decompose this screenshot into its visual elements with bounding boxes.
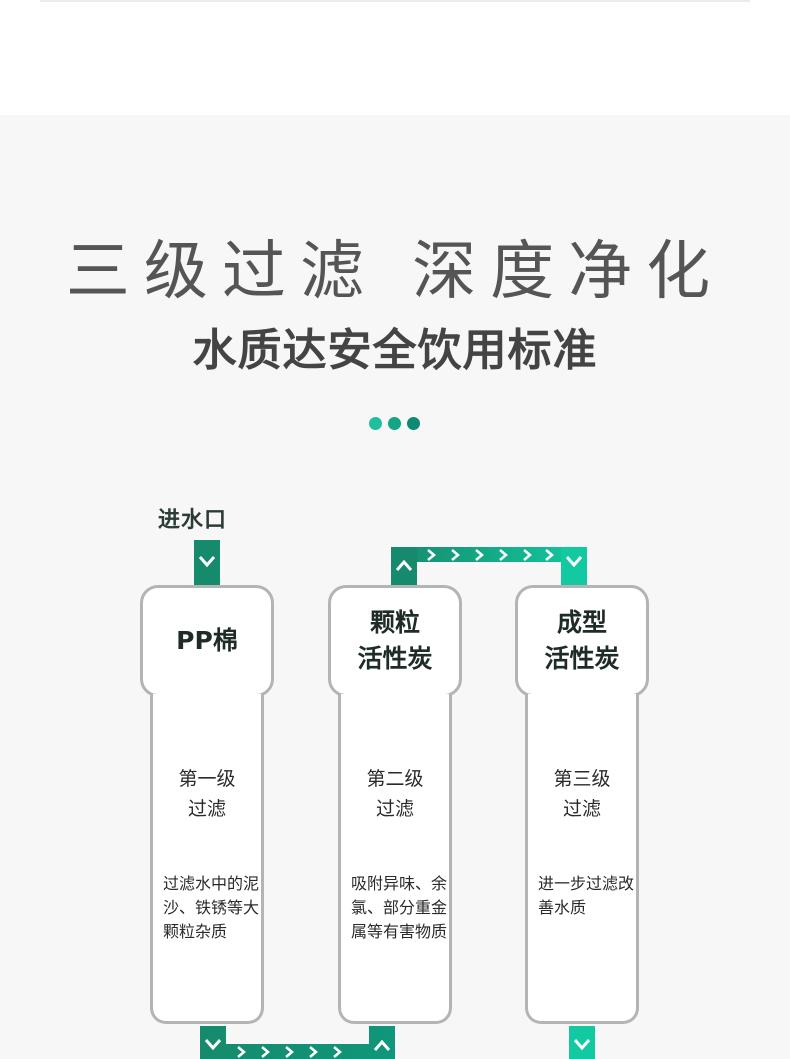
stage-1-name: PP棉	[176, 626, 238, 655]
chevron-right-icon	[333, 1046, 342, 1058]
stage-2-body: 第二级 过滤 吸附异味、余氯、部分重金属等有害物质	[338, 694, 452, 1024]
dots-decoration	[369, 417, 429, 431]
stage-3-name: 成型 活性炭	[544, 608, 620, 673]
stage-1-body: 第一级 过滤 过滤水中的泥沙、铁锈等大颗粒杂质	[150, 694, 264, 1024]
chevron-up-icon	[395, 559, 413, 571]
chevron-down-icon	[204, 1039, 222, 1051]
connector-pipe-bottom	[200, 1026, 395, 1059]
chevron-right-icon	[499, 549, 508, 561]
subheadline: 水质达安全饮用标准	[192, 325, 598, 376]
connector-pipe-top	[391, 547, 587, 585]
chevron-right-icon	[261, 1046, 270, 1058]
dot-icon	[388, 417, 401, 430]
stage-2-head: 颗粒 活性炭	[328, 585, 462, 697]
stage-2-level: 第二级 过滤	[366, 768, 424, 820]
stage-1-head: PP棉	[140, 585, 274, 697]
chevron-up-icon	[373, 1039, 391, 1051]
stage-3-level: 第三级 过滤	[553, 768, 611, 820]
chevron-right-icon	[475, 549, 484, 561]
stage-3-head: 成型 活性炭	[515, 585, 649, 697]
inlet-label: 进水口	[158, 508, 228, 533]
chevron-right-icon	[545, 549, 554, 561]
headline: 三级过滤 深度净化	[65, 235, 725, 309]
chevron-right-icon	[309, 1046, 318, 1058]
stage-3-description: 进一步过滤改善水质	[538, 874, 635, 917]
chevron-right-icon	[451, 549, 460, 561]
chevron-right-icon	[285, 1046, 294, 1058]
chevron-down-icon	[565, 556, 583, 568]
chevron-right-icon	[523, 549, 532, 561]
top-divider	[40, 0, 750, 2]
top-white-band	[0, 0, 790, 115]
dot-icon	[407, 417, 420, 430]
stage-3-body: 第三级 过滤 进一步过滤改善水质	[525, 694, 639, 1024]
inlet-pipe	[194, 540, 220, 585]
chevron-down-icon	[573, 1039, 591, 1051]
chevron-down-icon	[198, 556, 216, 568]
chevron-right-icon	[427, 549, 436, 561]
stage-1-level: 第一级 过滤	[178, 768, 236, 820]
stage-1-description: 过滤水中的泥沙、铁锈等大颗粒杂质	[163, 874, 260, 941]
stage-2-description: 吸附异味、余氯、部分重金属等有害物质	[351, 874, 448, 941]
dot-icon	[369, 417, 382, 430]
outlet-pipe	[569, 1026, 595, 1059]
stage-2-name: 颗粒 活性炭	[357, 608, 433, 673]
chevron-right-icon	[237, 1046, 246, 1058]
